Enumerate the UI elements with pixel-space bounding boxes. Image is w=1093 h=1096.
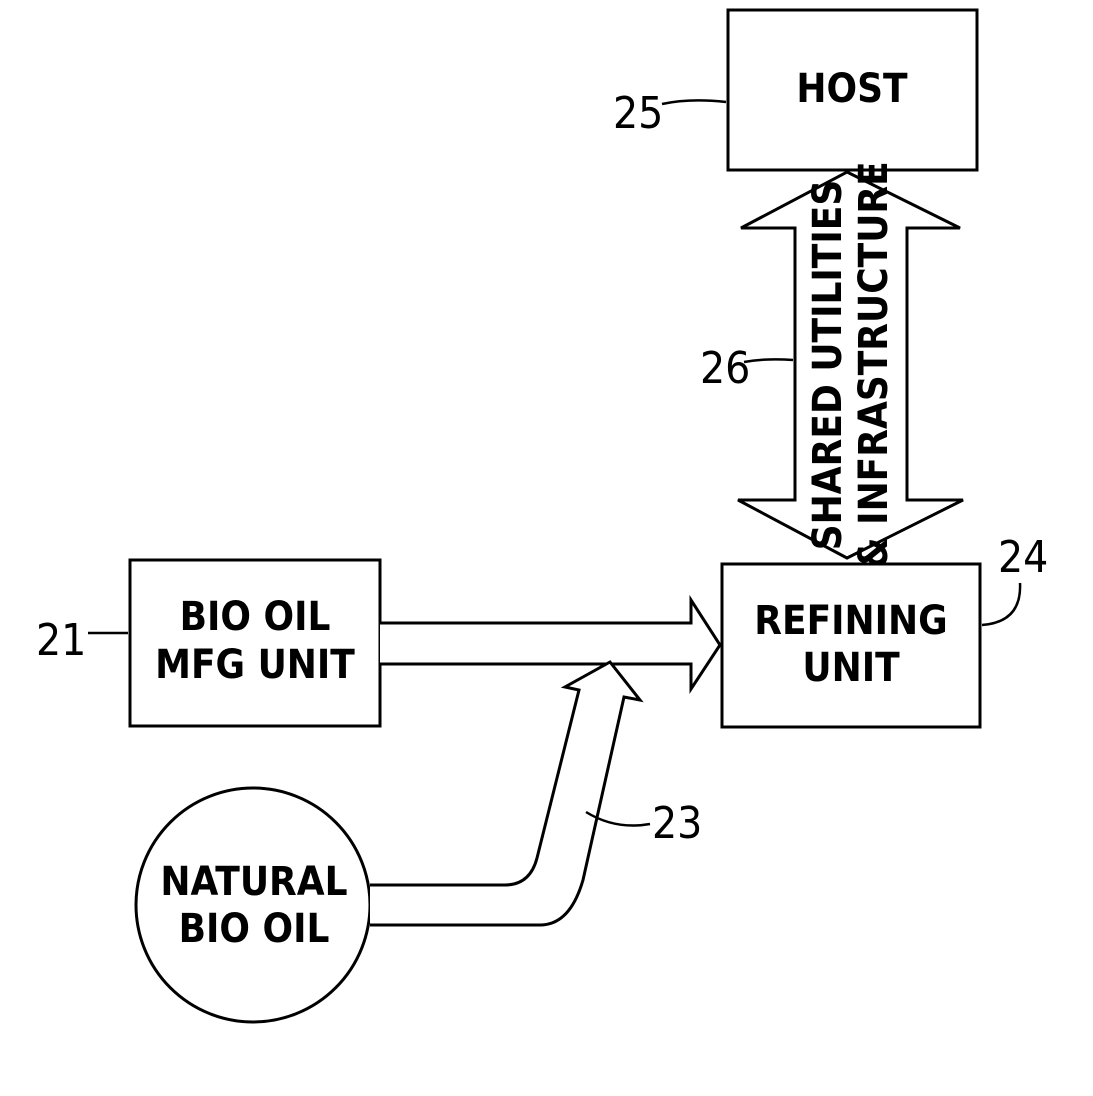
ref-25-leader <box>662 100 726 104</box>
host-label: HOST <box>796 66 908 112</box>
refining-label-line2: UNIT <box>802 645 900 691</box>
ref-21: 21 <box>36 615 86 666</box>
ref-24: 24 <box>998 532 1048 583</box>
refining-label-line1: REFINING <box>754 598 947 644</box>
natural-bio-oil-circle <box>136 788 370 1022</box>
ref-25: 25 <box>613 88 663 139</box>
ref-26-leader <box>744 359 793 362</box>
ref-26: 26 <box>700 343 750 394</box>
bio-oil-mfg-line2: MFG UNIT <box>155 642 355 688</box>
mfg-to-refining-arrow <box>380 600 720 689</box>
ref-23: 23 <box>652 798 702 849</box>
infrastructure-text: & INFRASTRUCTURE <box>851 161 897 568</box>
natural-label-line1: NATURAL <box>160 859 347 905</box>
ref-24-leader <box>982 583 1020 625</box>
natural-label-line2: BIO OIL <box>179 906 330 952</box>
bio-oil-mfg-line1: BIO OIL <box>180 594 331 640</box>
natural-to-refining-arrow <box>370 662 640 925</box>
shared-utilities-text: SHARED UTILITIES <box>805 180 851 551</box>
